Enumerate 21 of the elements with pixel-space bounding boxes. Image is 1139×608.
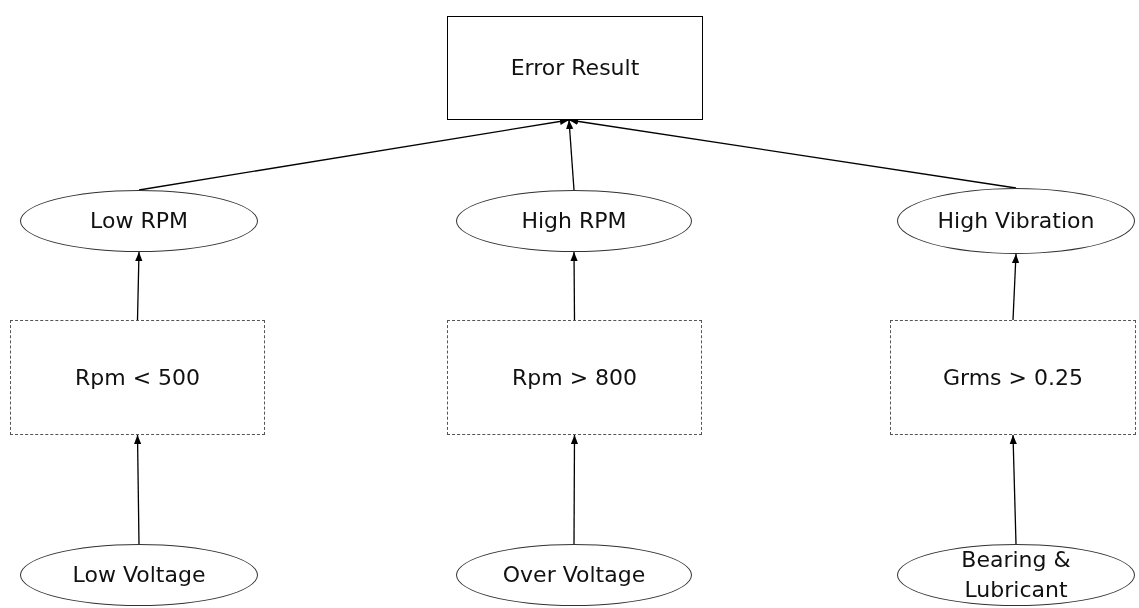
arrow <box>134 434 142 545</box>
node-label: High RPM <box>520 207 628 235</box>
node-label: Over Voltage <box>501 561 647 589</box>
node-label: High Vibration <box>936 207 1096 235</box>
arrow <box>570 251 578 321</box>
condition-box <box>890 320 1136 435</box>
condition-box <box>447 320 702 435</box>
node-label: Error Result <box>509 54 641 82</box>
node-label: Bearing & Lubricant <box>960 546 1072 604</box>
arrow <box>1011 253 1020 321</box>
node-label: Low Voltage <box>71 561 207 589</box>
node-label: Low RPM <box>89 207 189 235</box>
result-box <box>447 16 703 120</box>
node-label: Grms > 0.25 <box>942 363 1084 392</box>
arrow <box>1009 434 1017 545</box>
condition-box <box>10 320 265 435</box>
arrow <box>566 119 575 191</box>
arrow <box>570 434 579 545</box>
node-label: Rpm > 800 <box>510 363 639 392</box>
arrow <box>135 251 143 321</box>
node-label: Rpm < 500 <box>73 363 202 392</box>
